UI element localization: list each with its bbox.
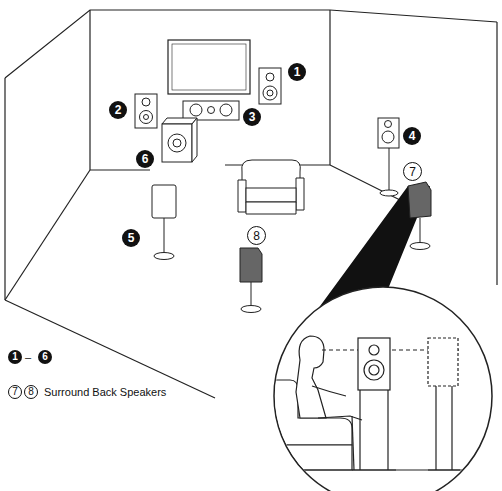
callout-number: 3	[243, 108, 261, 126]
legend-text: –	[25, 350, 31, 364]
callout-number: 5	[122, 229, 140, 247]
callout-number: 7	[8, 385, 22, 399]
callout-number: 6	[136, 150, 154, 168]
callout-number: 1	[8, 350, 22, 364]
callout-number: 6	[38, 350, 52, 364]
callout-number: 2	[109, 101, 127, 119]
callout-number: 8	[247, 226, 266, 245]
callout-number: 4	[403, 127, 421, 145]
callout-number: 7	[403, 162, 422, 181]
callout-number: 1	[288, 63, 306, 81]
legend-text: Surround Back Speakers	[44, 385, 166, 399]
callout-number: 8	[24, 385, 38, 399]
